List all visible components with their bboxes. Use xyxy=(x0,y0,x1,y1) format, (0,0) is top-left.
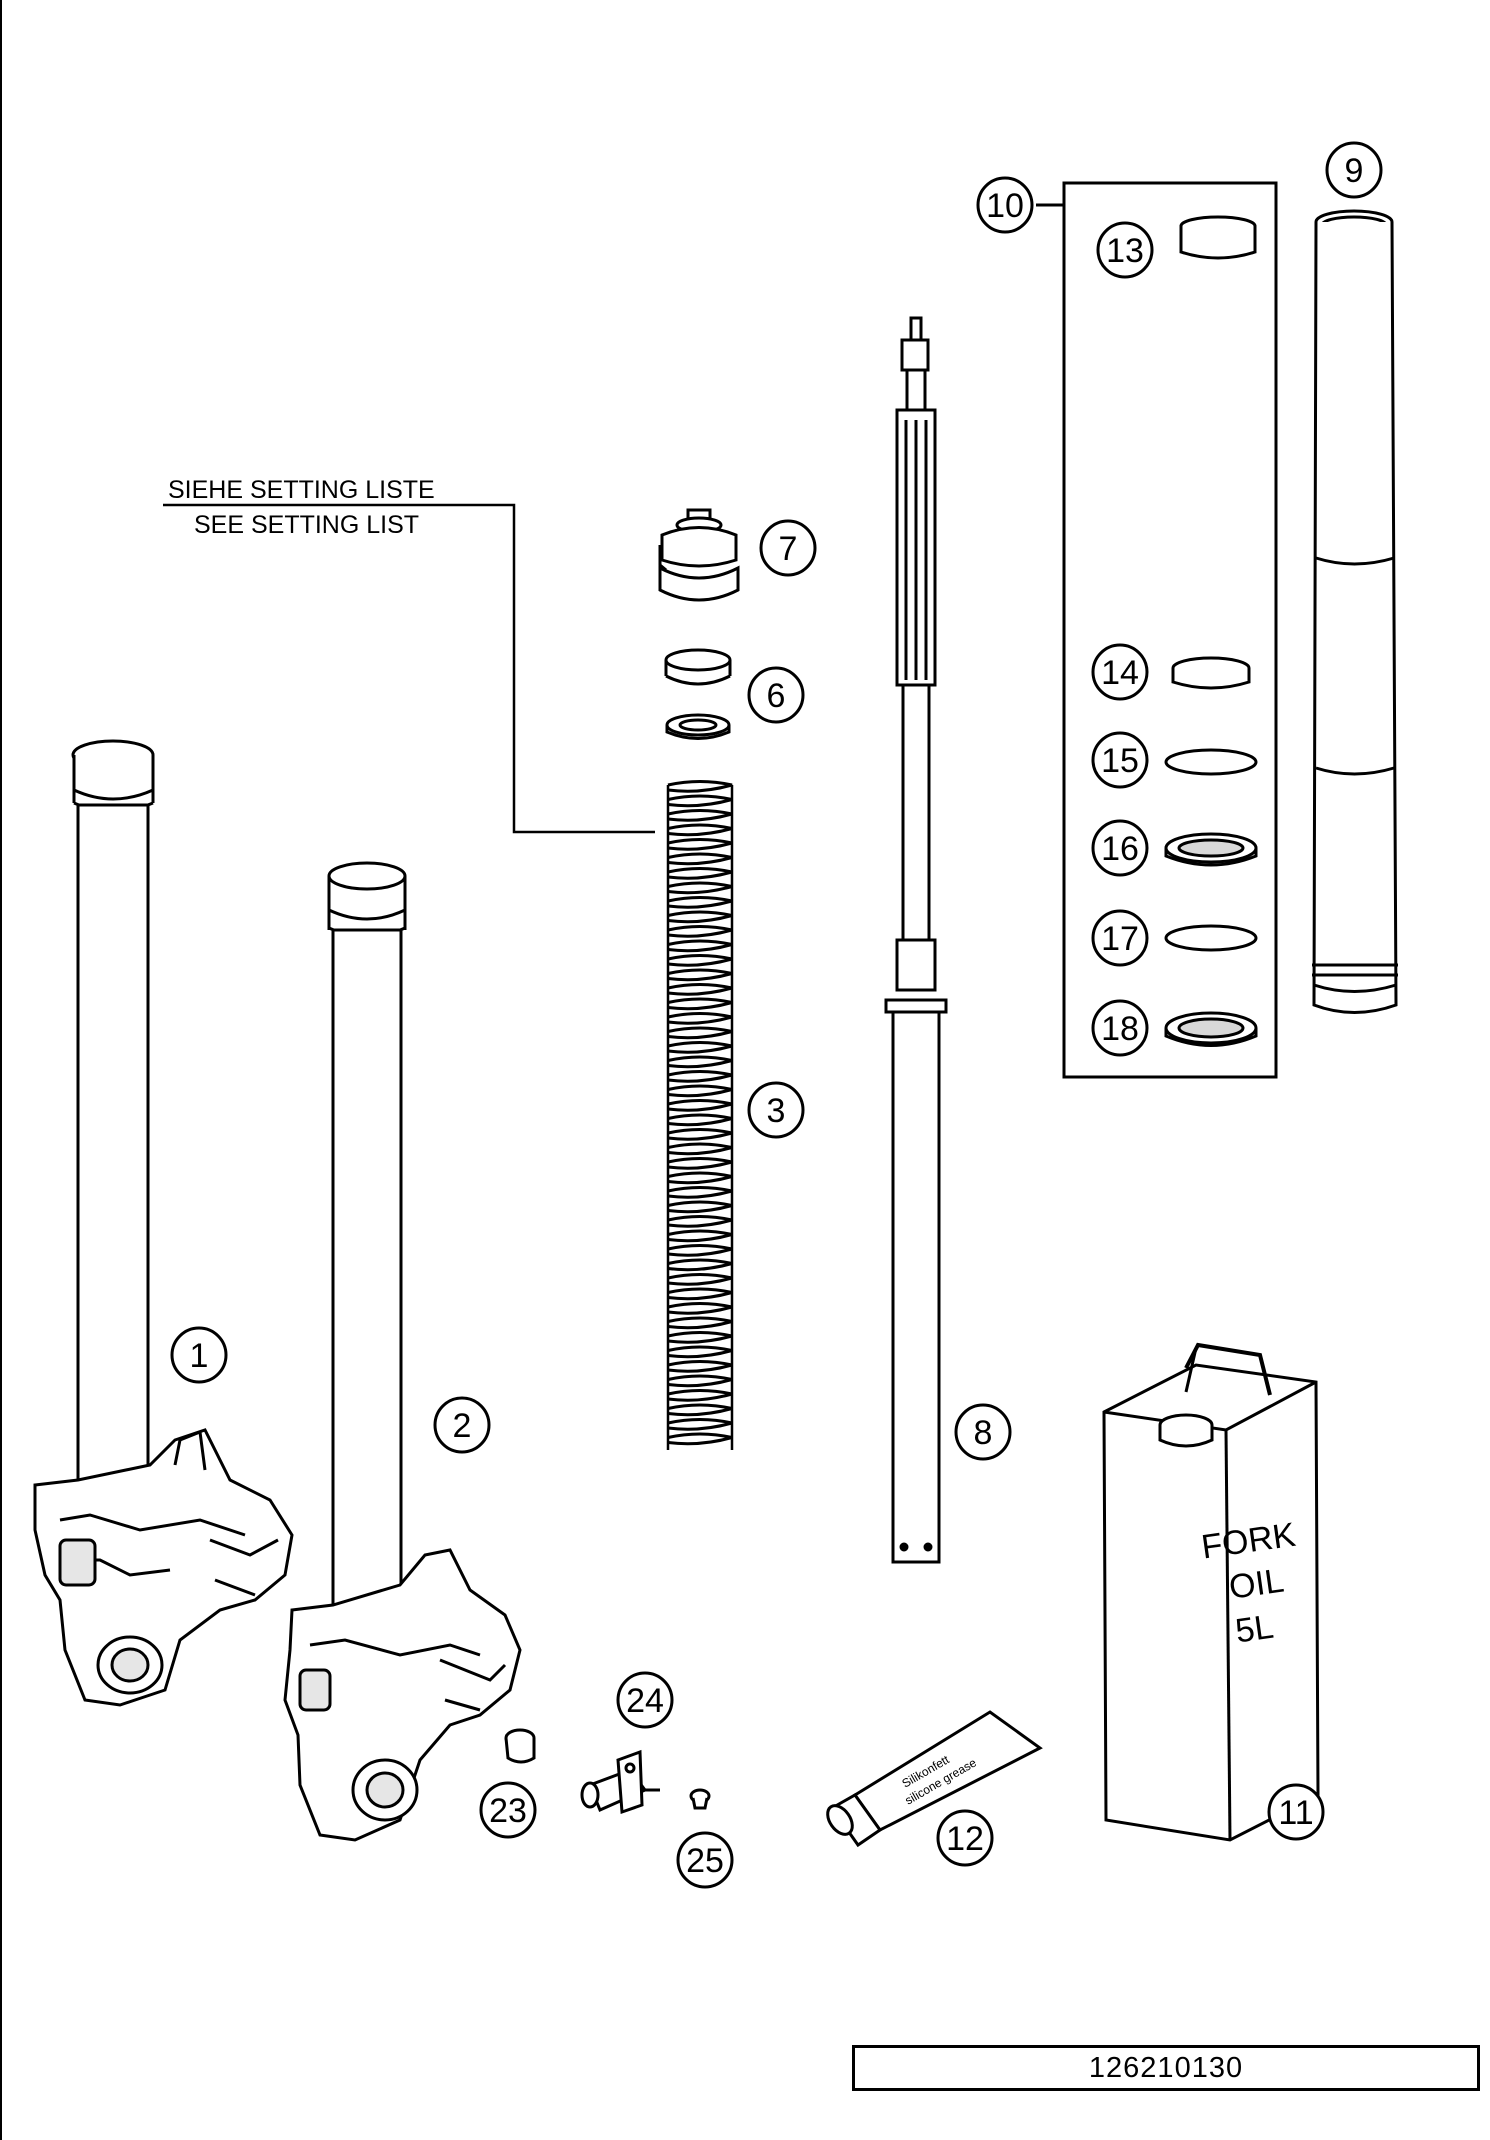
callout-circle xyxy=(616,1671,674,1729)
callout-7: 7 xyxy=(759,519,817,577)
callout-circle xyxy=(976,176,1034,234)
callout-1: 1 xyxy=(170,1326,228,1384)
fork-spring-icon xyxy=(666,778,734,1454)
outer-tube-icon xyxy=(1312,209,1398,1014)
reference-number-box: 126210130 xyxy=(852,2045,1480,2091)
callout-15: 15 xyxy=(1091,731,1149,789)
cartridge-damper-icon xyxy=(884,316,948,1564)
oil-can-label-line2: OIL xyxy=(1227,1561,1287,1606)
callout-circle xyxy=(936,1809,994,1867)
callout-8: 8 xyxy=(954,1403,1012,1461)
callout-number: 12 xyxy=(946,1820,984,1858)
callout-number: 2 xyxy=(453,1407,472,1445)
washer-ring-icon xyxy=(1164,748,1258,776)
callout-number: 13 xyxy=(1106,232,1144,270)
slide-bushing-icon xyxy=(1171,656,1251,690)
callout-9: 9 xyxy=(1325,141,1383,199)
callout-circle xyxy=(170,1326,228,1384)
callout-23: 23 xyxy=(479,1781,537,1839)
callout-circle xyxy=(1091,909,1149,967)
callout-24: 24 xyxy=(616,1671,674,1729)
dust-seal-icon xyxy=(1164,1011,1258,1047)
fork-leg-left-icon xyxy=(33,739,294,1707)
callout-circle xyxy=(433,1396,491,1454)
note-line-en: SEE SETTING LIST xyxy=(194,511,419,539)
callout-circle xyxy=(1091,643,1149,701)
oil-can-label-line3: 5L xyxy=(1233,1608,1276,1651)
bushing-icon xyxy=(1179,215,1257,260)
callout-13: 13 xyxy=(1096,221,1154,279)
spacer-washer-icon xyxy=(664,648,732,740)
seal-kit-bracket-icon xyxy=(1036,181,1278,1079)
reference-number: 126210130 xyxy=(1088,2051,1244,2084)
bleeder-valve-icon xyxy=(580,1749,660,1815)
callout-circle xyxy=(1091,731,1149,789)
page-left-border xyxy=(0,0,2,2140)
callout-number: 25 xyxy=(686,1842,724,1880)
callout-circle xyxy=(759,519,817,577)
callout-circle xyxy=(1267,1783,1325,1841)
callout-11: 11 xyxy=(1267,1783,1325,1841)
callout-number: 18 xyxy=(1101,1010,1139,1048)
callout-3: 3 xyxy=(747,1081,805,1139)
callout-number: 8 xyxy=(974,1414,993,1452)
callout-10: 10 xyxy=(976,176,1034,234)
fork-oil-can-icon: FORK OIL 5L xyxy=(1102,1342,1320,1842)
callout-circle xyxy=(1091,819,1149,877)
callout-number: 14 xyxy=(1101,654,1139,692)
callout-16: 16 xyxy=(1091,819,1149,877)
callout-circle xyxy=(954,1403,1012,1461)
callout-number: 6 xyxy=(767,677,786,715)
callout-17: 17 xyxy=(1091,909,1149,967)
spring-preload-cap-icon xyxy=(658,508,740,602)
note-line-de: SIEHE SETTING LISTE xyxy=(168,476,435,504)
oil-seal-icon xyxy=(1164,832,1258,867)
callout-14: 14 xyxy=(1091,643,1149,701)
callout-number: 10 xyxy=(986,187,1024,225)
callout-number: 11 xyxy=(1278,1794,1313,1832)
callout-circle xyxy=(747,666,805,724)
callout-number: 7 xyxy=(779,530,798,568)
callout-number: 9 xyxy=(1345,152,1364,190)
callout-12: 12 xyxy=(936,1809,994,1867)
bleeder-screw-icon xyxy=(689,1788,711,1810)
callout-25: 25 xyxy=(676,1831,734,1889)
note-leader-line xyxy=(163,503,655,834)
fork-leg-right-icon xyxy=(283,861,522,1842)
callout-number: 23 xyxy=(489,1792,527,1830)
retaining-ring-icon xyxy=(1164,924,1258,952)
bleeder-cap-icon xyxy=(504,1728,536,1764)
callout-number: 1 xyxy=(190,1337,209,1375)
callout-circle xyxy=(1096,221,1154,279)
callout-number: 3 xyxy=(767,1092,786,1130)
callout-2: 2 xyxy=(433,1396,491,1454)
callout-circle xyxy=(1325,141,1383,199)
callout-18: 18 xyxy=(1091,999,1149,1057)
callout-circle xyxy=(747,1081,805,1139)
callout-number: 15 xyxy=(1101,742,1139,780)
callout-circle xyxy=(479,1781,537,1839)
callout-number: 24 xyxy=(626,1682,664,1720)
callout-number: 17 xyxy=(1101,920,1139,958)
callout-circle xyxy=(676,1831,734,1889)
callout-circle xyxy=(1091,999,1149,1057)
callout-6: 6 xyxy=(747,666,805,724)
setting-list-note: SIEHE SETTING LISTE SEE SETTING LIST xyxy=(163,476,655,834)
silicone-grease-tube-icon: Silikonfett silicone grease xyxy=(826,1710,1043,1848)
callout-number: 16 xyxy=(1101,830,1139,868)
